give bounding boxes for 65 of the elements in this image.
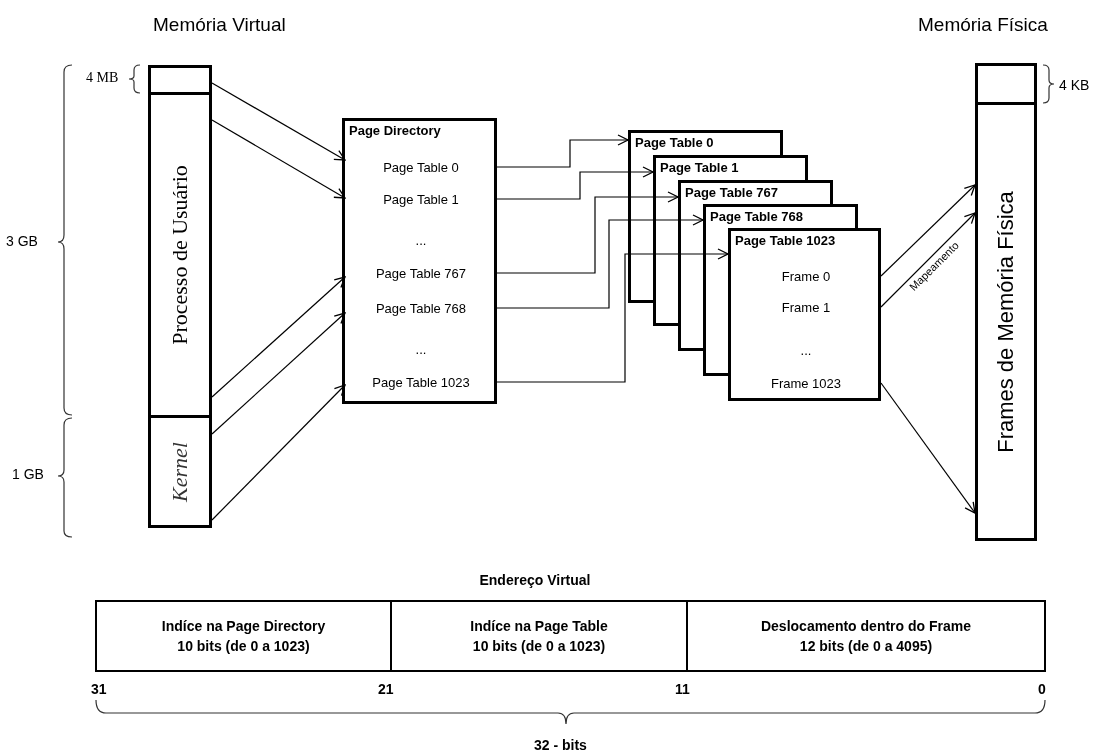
region-label: Kernel [167, 441, 193, 502]
region-label: Frames de Memória Física [993, 190, 1019, 453]
bit-field [390, 600, 688, 672]
ellipsis: ... [415, 341, 427, 357]
size-label: 3 GB [6, 233, 38, 249]
bit-field [95, 600, 392, 672]
arrow [880, 212, 976, 308]
table-entry: Frame 1 [781, 299, 831, 315]
column-title: Memória Virtual [153, 14, 286, 36]
page-directory-box [342, 118, 497, 404]
table-entry: Page Table 0 [383, 159, 459, 175]
bit-index: 31 [91, 681, 107, 697]
bit-index: 21 [378, 681, 394, 697]
table-entry: Page Table 768 [375, 300, 467, 316]
ellipsis: ... [415, 232, 427, 248]
field-name: Indíce na Page Table [470, 616, 608, 636]
box-title: Page Table 1023 [735, 233, 836, 248]
size-label: 4 MB [86, 70, 119, 86]
arrow [496, 214, 704, 309]
arrow [211, 82, 346, 161]
arrow [880, 382, 976, 514]
size-label: 4 KB [1059, 77, 1090, 93]
arrow [496, 248, 729, 383]
box-title: Page Table 0 [635, 135, 714, 150]
table-entry: Frame 1023 [770, 375, 842, 391]
arrow [880, 184, 976, 277]
page-table-box [728, 228, 881, 401]
memory-region [148, 92, 212, 418]
bit-range: 12 bits (de 0 a 4095) [799, 637, 933, 656]
bit-index: 0 [1038, 681, 1046, 697]
bit-width-label: 32 - bits [534, 737, 587, 753]
page-table-card [628, 130, 783, 155]
memory-segment [148, 65, 212, 95]
table-entry: Frame 0 [781, 268, 831, 284]
ellipsis: ... [800, 342, 812, 358]
bit-field [686, 600, 1046, 672]
page-table-card [703, 204, 858, 228]
field-name: Indíce na Page Directory [161, 616, 326, 636]
arrow [211, 119, 346, 199]
box-title: Page Table 767 [685, 185, 778, 200]
page-table-card [653, 155, 808, 180]
table-entry: Page Table 1 [383, 191, 459, 207]
arrow [496, 191, 679, 274]
arrow [496, 166, 654, 200]
address-title: Endereço Virtual [478, 572, 592, 588]
field-name: Deslocamento dentro do Frame [760, 616, 971, 636]
memory-region [975, 102, 1037, 541]
region-label: Processo de Usuário [167, 165, 193, 345]
bit-range: 10 bits (de 0 a 1023) [472, 637, 606, 656]
arrow [211, 384, 346, 521]
memory-segment [975, 63, 1037, 105]
box-title: Page Table 768 [710, 209, 803, 224]
arrow [496, 134, 629, 168]
memory-region [148, 415, 212, 528]
bit-index: 11 [675, 681, 690, 697]
page-table-card [678, 180, 833, 204]
column-title: Memória Física [918, 14, 1048, 36]
arrow [211, 276, 346, 398]
table-entry: Page Table 1023 [372, 374, 470, 390]
arrow [211, 312, 346, 435]
box-title: Page Table 1 [660, 160, 739, 175]
size-label: 1 GB [12, 466, 44, 482]
box-title: Page Directory [349, 123, 441, 138]
table-entry: Page Table 767 [375, 265, 467, 281]
bit-range: 10 bits (de 0 a 1023) [177, 637, 310, 656]
